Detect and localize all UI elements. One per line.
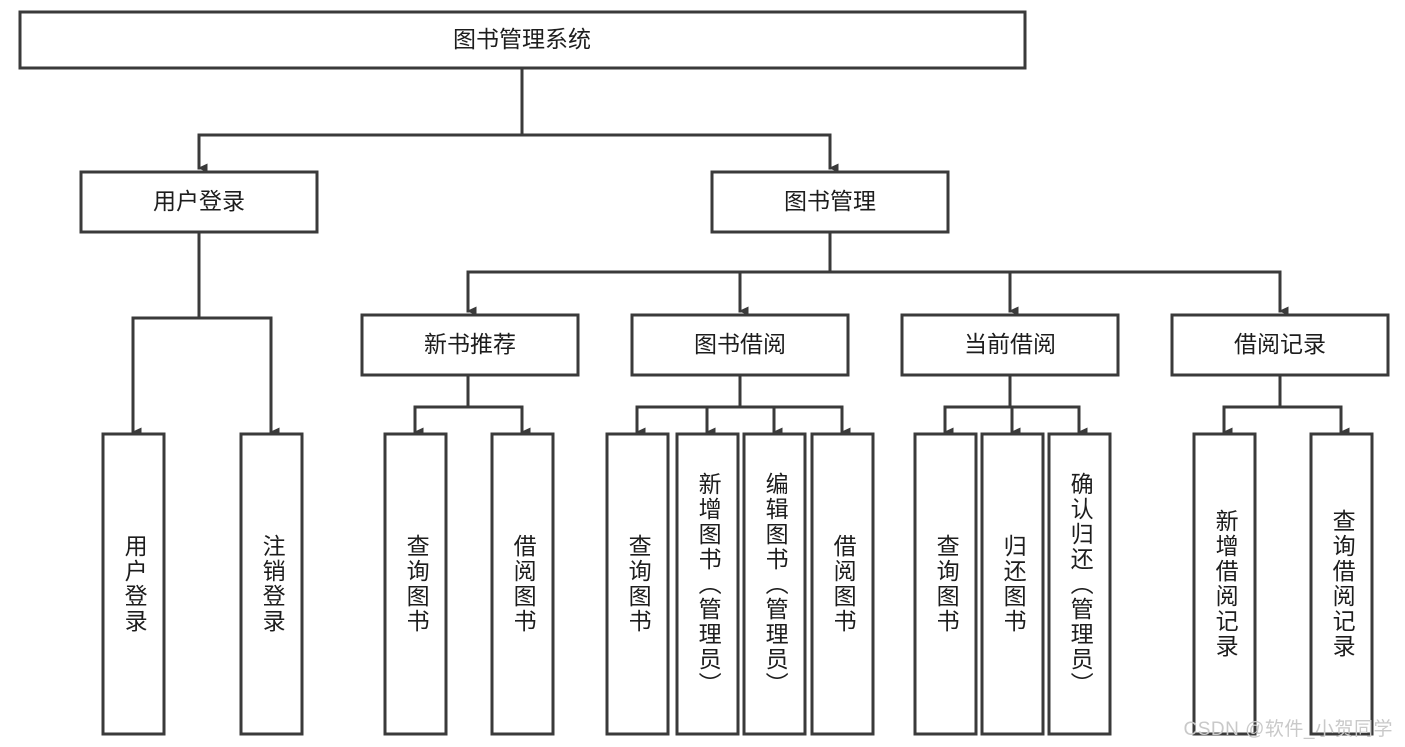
leaf-book-borrow-3-box[interactable] — [810, 432, 875, 736]
leaf-borrow-record-0-box[interactable] — [1192, 432, 1257, 736]
leaf-new-book-0-box[interactable] — [383, 432, 448, 736]
leaf-borrow-record-1-box[interactable] — [1309, 432, 1374, 736]
node-root-box[interactable] — [18, 10, 1027, 70]
node-new-book-recommend-label: 新书推荐 — [424, 331, 516, 357]
node-current-borrow-box[interactable] — [900, 313, 1120, 377]
leaf-book-borrow-0-box[interactable] — [605, 432, 670, 736]
leaf-user-login-0-box[interactable] — [101, 432, 166, 736]
leaf-book-borrow-2-box[interactable] — [742, 432, 807, 736]
node-book-borrow-box[interactable] — [630, 313, 850, 377]
node-borrow-record-box[interactable] — [1170, 313, 1390, 377]
node-book-borrow-label: 图书借阅 — [694, 331, 786, 357]
node-book-management-box[interactable] — [710, 170, 950, 234]
node-book-management-label: 图书管理 — [784, 188, 876, 214]
leaf-current-borrow-2-box[interactable] — [1047, 432, 1112, 736]
node-new-book-recommend-box[interactable] — [360, 313, 580, 377]
node-root-label: 图书管理系统 — [453, 26, 591, 52]
leaf-current-borrow-1-box[interactable] — [980, 432, 1045, 736]
node-user-login-box[interactable] — [79, 170, 319, 234]
node-current-borrow-label: 当前借阅 — [964, 331, 1056, 357]
csdn-watermark: CSDN @软件_小贺同学 — [1183, 719, 1393, 740]
leaf-new-book-1-box[interactable] — [490, 432, 555, 736]
node-borrow-record-label: 借阅记录 — [1234, 331, 1326, 357]
leaf-book-borrow-1-box[interactable] — [675, 432, 740, 736]
leaf-current-borrow-0-box[interactable] — [913, 432, 978, 736]
leaf-user-login-1-box[interactable] — [239, 432, 304, 736]
node-user-login-label: 用户登录 — [153, 188, 245, 214]
